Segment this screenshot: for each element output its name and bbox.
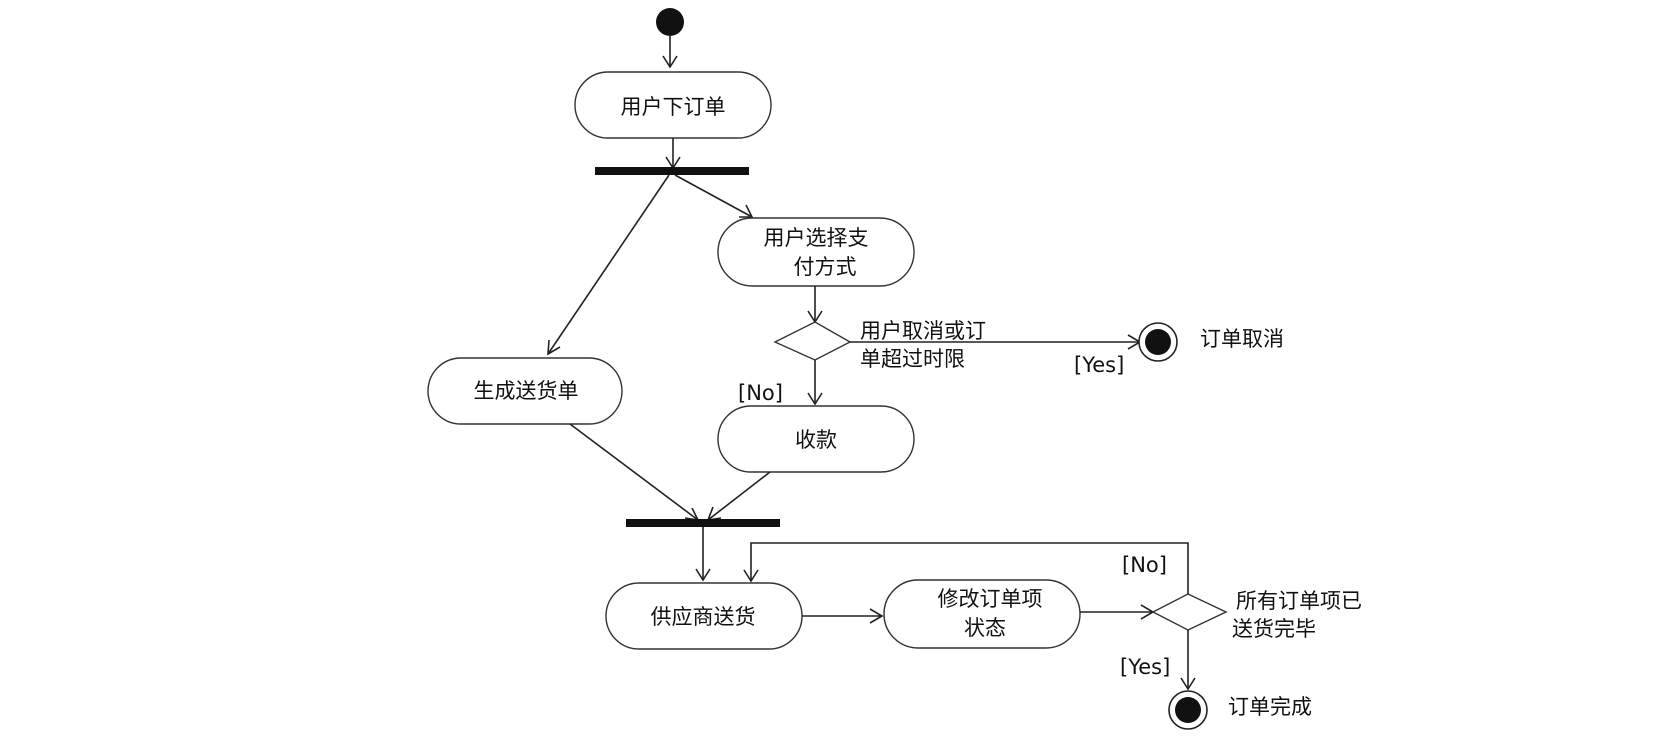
join-bar <box>626 519 780 527</box>
activity-gen-delivery <box>427 357 623 425</box>
arrowhead <box>743 569 759 583</box>
final-node-completed-core <box>1175 697 1201 723</box>
decision-all-delivered <box>1151 593 1228 631</box>
edge-fork-to-delivery-note <box>547 174 670 355</box>
fork-bar <box>595 167 749 175</box>
guard-no-loop: [No] <box>1122 553 1167 577</box>
edge-fork-to-payment <box>674 174 753 218</box>
arrowhead <box>869 608 884 624</box>
guard-yes-done: [Yes] <box>1120 655 1170 679</box>
initial-node <box>656 8 684 36</box>
activity-gen-delivery-label: 生成送货单 <box>474 379 579 403</box>
decision-cancel-label-1: 用户取消或订 <box>860 319 986 343</box>
final-cancelled-label: 订单取消 <box>1200 327 1284 351</box>
activity-modify-status <box>883 579 1081 649</box>
edge-loop-back <box>750 542 1189 594</box>
edge-collect-to-join <box>707 471 771 521</box>
edge-delivery-note-to-join <box>569 423 699 521</box>
arrowhead <box>695 568 711 582</box>
guard-yes-cancel: [Yes] <box>1074 353 1124 377</box>
decision-cancel <box>773 321 852 361</box>
activity-choose-payment-label-2: 付方式 <box>794 255 857 279</box>
final-node-cancelled-core <box>1145 329 1171 355</box>
decision-all-label-1: 所有订单项已 <box>1236 589 1362 613</box>
activity-modify-status-label-2: 状态 <box>964 616 1006 640</box>
activity-choose-payment-label-1: 用户选择支 <box>764 226 869 250</box>
activity-collect-label: 收款 <box>795 428 837 452</box>
guard-no-payment: [No] <box>738 381 783 405</box>
arrowhead <box>1180 677 1196 691</box>
activity-collect <box>717 405 915 473</box>
activity-supplier-deliver-label: 供应商送货 <box>651 605 756 629</box>
final-completed-label: 订单完成 <box>1228 695 1312 719</box>
arrowhead <box>662 55 678 69</box>
activity-modify-status-label-1: 修改订单项 <box>938 587 1043 611</box>
activity-place-order-label: 用户下订单 <box>621 95 726 119</box>
arrowhead <box>807 392 823 406</box>
decision-all-label-2: 送货完毕 <box>1232 617 1316 641</box>
activity-choose-payment <box>717 217 915 287</box>
arrowhead <box>547 339 561 356</box>
decision-cancel-label-2: 单超过时限 <box>860 347 965 371</box>
arrowhead <box>739 204 754 218</box>
